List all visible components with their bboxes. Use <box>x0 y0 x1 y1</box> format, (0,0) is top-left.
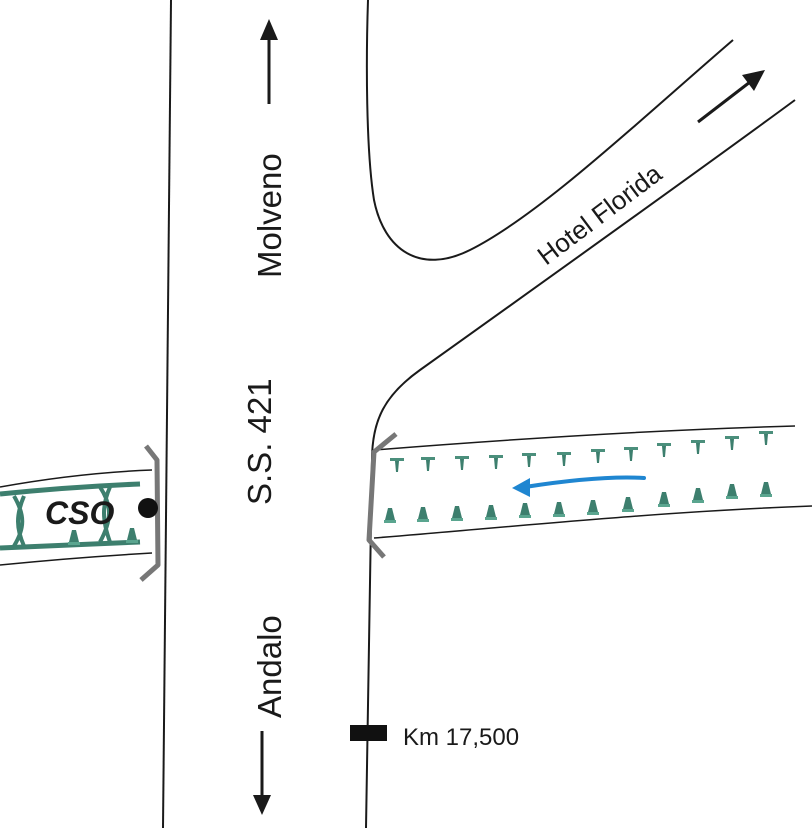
km-marker-label: Km 17,500 <box>403 724 519 751</box>
branch-destination-label: Hotel Florida <box>532 158 668 271</box>
arrow-up-icon <box>260 19 278 104</box>
east-grate <box>366 432 398 559</box>
main-road-east-edge <box>365 0 734 261</box>
flow-arrow-icon <box>512 475 646 497</box>
svg-text:Molveno: Molveno <box>251 153 288 278</box>
west-ditch-vegetation <box>0 481 141 551</box>
svg-text:Andalo: Andalo <box>251 615 288 718</box>
east-ditch-vegetation-bottom <box>384 482 772 523</box>
arrow-northeast-icon <box>697 70 765 124</box>
east-ditch <box>366 425 812 559</box>
west-grate <box>139 444 161 582</box>
road-number-label: S.S. 421 <box>241 378 278 505</box>
arrow-down-icon <box>253 731 271 815</box>
south-destination-label: Andalo <box>251 615 288 718</box>
main-road <box>162 0 796 828</box>
km-marker: Km 17,500 <box>350 724 519 751</box>
main-road-west-edge <box>162 0 172 828</box>
west-ditch: CSO <box>0 444 161 582</box>
site-point-icon <box>138 498 158 518</box>
site-code-label: CSO <box>45 495 114 531</box>
svg-text:S.S. 421: S.S. 421 <box>241 378 278 505</box>
east-ditch-vegetation-top <box>390 431 773 472</box>
km-marker-icon <box>350 725 387 741</box>
main-road-east-edge-lower <box>365 99 796 828</box>
north-destination-label: Molveno <box>251 153 288 278</box>
svg-text:Hotel Florida: Hotel Florida <box>532 158 668 271</box>
